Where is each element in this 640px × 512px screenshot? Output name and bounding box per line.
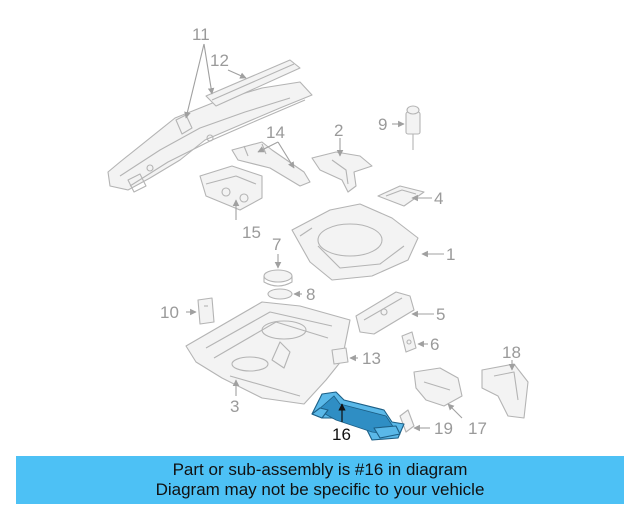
part-10-bracket bbox=[197, 297, 215, 325]
callout-16: 16 bbox=[332, 425, 351, 444]
callout-15: 15 bbox=[242, 223, 261, 242]
callout-4: 4 bbox=[434, 189, 443, 208]
part-3-floor-pan bbox=[185, 301, 351, 405]
part-9-post bbox=[405, 105, 421, 150]
banner-line-disclaimer: Diagram may not be specific to your vehi… bbox=[155, 480, 485, 499]
parts-diagram: 11 12 14 15 2 9 4 1 7 8 10 13 5 6 3 18 1… bbox=[107, 25, 529, 444]
callout-19: 19 bbox=[434, 419, 453, 438]
info-banner: Part or sub-assembly is #16 in diagram D… bbox=[16, 456, 624, 504]
callout-17: 17 bbox=[468, 419, 487, 438]
part-4-plate bbox=[377, 185, 425, 207]
part-14-bracket bbox=[231, 141, 311, 187]
callout-10: 10 bbox=[160, 303, 179, 322]
part-16-highlighted bbox=[311, 391, 405, 441]
callout-18: 18 bbox=[502, 343, 521, 362]
part-5-crossmember bbox=[355, 291, 415, 335]
callout-labels: 11 12 14 15 2 9 4 1 7 8 10 13 5 6 3 18 1… bbox=[160, 25, 521, 444]
callout-3: 3 bbox=[230, 397, 239, 416]
leader-lines bbox=[184, 43, 516, 432]
callout-11: 11 bbox=[192, 25, 210, 44]
callout-6: 6 bbox=[430, 335, 439, 354]
part-8-grommet bbox=[267, 288, 293, 300]
callout-12: 12 bbox=[210, 51, 229, 70]
callout-14: 14 bbox=[266, 123, 285, 142]
callout-9: 9 bbox=[378, 115, 387, 134]
part-17-shield bbox=[413, 367, 463, 407]
part-7-plug bbox=[263, 269, 293, 287]
banner-line-part-number: Part or sub-assembly is #16 in diagram bbox=[172, 460, 468, 479]
callout-7: 7 bbox=[272, 235, 281, 254]
part-6-bolt bbox=[401, 331, 417, 353]
callout-1: 1 bbox=[446, 245, 455, 264]
callout-2: 2 bbox=[334, 121, 343, 140]
part-15-crossmember-bracket bbox=[199, 165, 263, 211]
part-1-rear-floor bbox=[291, 203, 419, 281]
callout-5: 5 bbox=[436, 305, 445, 324]
part-12-rail-reinforcement bbox=[205, 59, 301, 107]
part-2-bracket bbox=[311, 151, 373, 193]
callout-13: 13 bbox=[362, 349, 381, 368]
part-13-clip bbox=[331, 347, 349, 365]
part-18-bracket bbox=[481, 363, 529, 419]
callout-8: 8 bbox=[306, 285, 315, 304]
